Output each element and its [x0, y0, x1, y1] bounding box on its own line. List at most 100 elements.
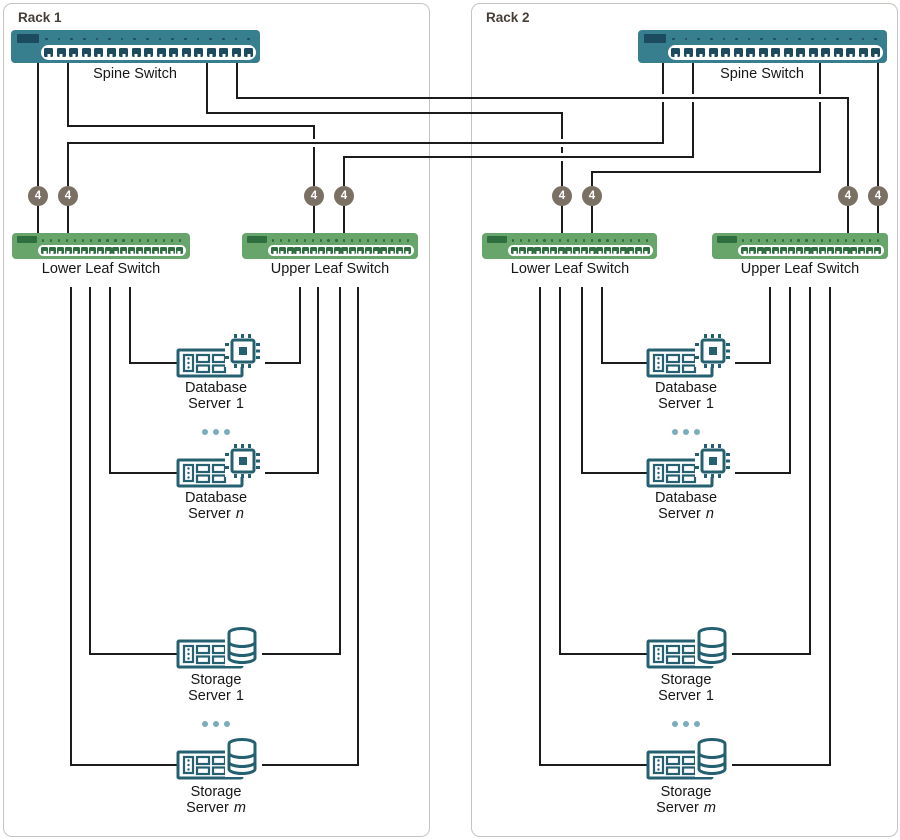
switch-port [302, 247, 310, 254]
switch-led [95, 37, 99, 41]
switch-led [823, 37, 827, 41]
switch-led [74, 239, 77, 242]
connector-line [829, 287, 831, 765]
switch-port [294, 247, 302, 254]
switch-port [160, 247, 168, 254]
switch-led [184, 37, 187, 41]
switch-port [604, 247, 611, 254]
storage-server-icon [645, 735, 737, 781]
storage-server-icon [175, 624, 267, 670]
switch-led-row [512, 239, 648, 243]
switch-port [81, 48, 91, 57]
switch-led [614, 239, 617, 242]
switch-led [374, 239, 378, 242]
switch-port [181, 48, 191, 57]
server-label-line2: Server 1 [188, 396, 244, 412]
switch-port [128, 247, 136, 254]
switch-led [765, 239, 768, 242]
ellipsis-dots [202, 429, 230, 435]
switch-led [390, 239, 394, 242]
switch-port [278, 247, 286, 254]
switch-port [808, 48, 818, 57]
switch-led [781, 239, 784, 242]
connector-line [559, 653, 647, 655]
switch-led [359, 239, 362, 242]
link-count-badge: 4 [28, 186, 48, 206]
switch-port-strip [668, 45, 883, 60]
switch-port [846, 48, 855, 57]
switch-led [311, 239, 314, 242]
connector-line [256, 764, 359, 766]
lower-leaf-switch-icon [482, 233, 657, 259]
connector-line [662, 63, 664, 94]
connector-line [343, 206, 345, 233]
switch-port [526, 247, 534, 254]
switch-port [758, 48, 768, 57]
link-count-badge: 4 [304, 186, 324, 206]
switch-led [367, 239, 370, 242]
switch-port [372, 247, 380, 254]
switch-port [396, 247, 403, 254]
switch-led [82, 37, 86, 41]
connector-line [37, 206, 39, 233]
switch-port [271, 247, 278, 254]
connector-line [236, 63, 238, 98]
switch-led [122, 239, 125, 242]
switch-port [48, 247, 56, 254]
switch-port [565, 247, 573, 254]
connector-line [313, 126, 315, 139]
ellipsis-dots [202, 721, 230, 727]
switch-port [64, 247, 72, 254]
connector-line [847, 206, 849, 233]
connector-line [819, 63, 821, 94]
switch-led [645, 239, 648, 242]
connector-line [877, 63, 879, 186]
switch-port [194, 48, 203, 57]
switch-port [619, 247, 627, 254]
upper-leaf-switch-icon [242, 233, 418, 259]
server-label-line1: Storage [190, 784, 242, 800]
switch-led [837, 239, 840, 242]
switch-port-strip [268, 245, 414, 256]
switch-port [403, 247, 411, 254]
switch-port [144, 247, 152, 254]
switch-led [343, 239, 346, 242]
switch-led [351, 239, 354, 242]
switch-led [58, 239, 61, 242]
switch-port [772, 247, 780, 254]
switch-led [406, 239, 409, 242]
switch-chip [17, 236, 37, 243]
connector-line [726, 653, 811, 655]
switch-led [722, 37, 726, 41]
switch-led [247, 37, 250, 41]
upper-leaf-switch-label: Upper Leaf Switch [740, 261, 860, 277]
link-count-badge: 4 [582, 186, 602, 206]
switch-led [535, 239, 538, 242]
switch-led [287, 239, 291, 242]
switch-port [871, 48, 880, 57]
switch-led [747, 37, 751, 41]
server-label-line2: Server 1 [658, 396, 714, 412]
switch-led-row [742, 239, 879, 243]
server-label-line2: Server 1 [658, 688, 714, 704]
switch-led [622, 239, 625, 242]
connector-line [70, 764, 177, 766]
switch-led [234, 37, 238, 41]
switch-chip [644, 34, 666, 43]
switch-port [94, 48, 103, 57]
switch-port [819, 247, 827, 254]
switch-port [833, 48, 843, 57]
switch-led [861, 37, 865, 41]
connector-line [67, 143, 69, 186]
spine-switch-label: Spine Switch [720, 66, 804, 82]
switch-port [106, 48, 116, 57]
switch-led [519, 239, 523, 242]
connector-line [561, 161, 563, 186]
switch-chip [17, 34, 39, 43]
switch-chip [487, 236, 507, 243]
switch-port [826, 247, 834, 254]
switch-led [398, 239, 401, 242]
switch-led [108, 37, 111, 41]
switch-led [90, 239, 93, 242]
server-label-line1: Storage [660, 784, 712, 800]
